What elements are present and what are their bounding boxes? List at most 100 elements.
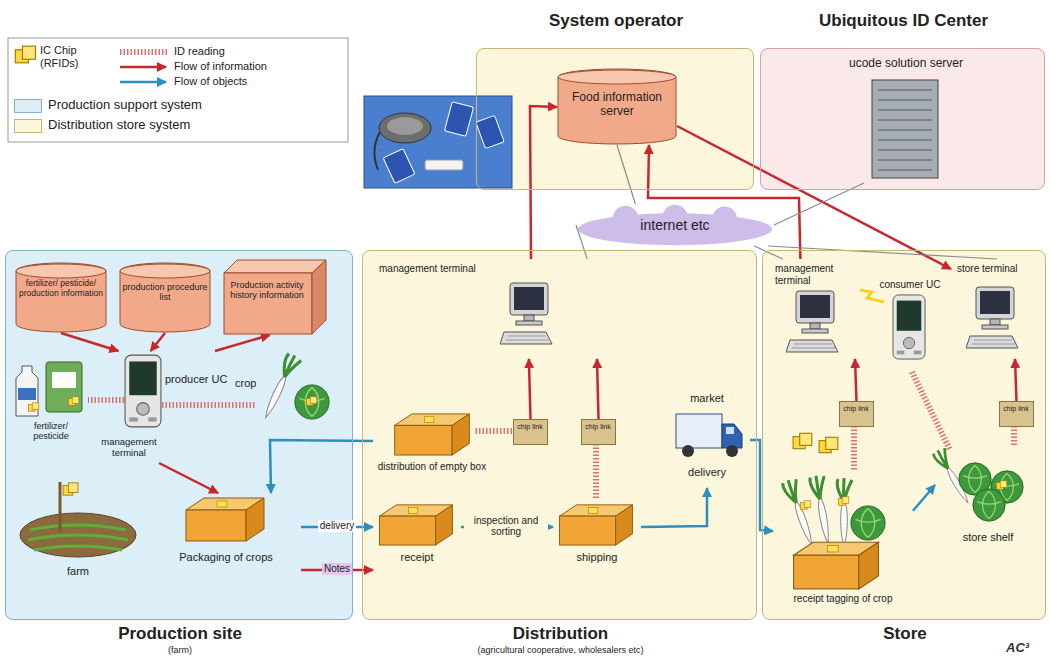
cylinder-body <box>558 69 676 144</box>
database-cylinder: production procedure list <box>119 263 211 333</box>
edge-label: inspection and sorting <box>464 515 548 538</box>
farm-items <box>29 403 39 411</box>
database-cylinder: fertilizer/ pesticide/ production inform… <box>15 263 107 333</box>
logo-text: AC³ <box>1006 641 1046 656</box>
item-group: management terminal <box>771 259 869 359</box>
connector <box>151 333 165 351</box>
connector <box>270 440 373 493</box>
store-items <box>837 478 852 547</box>
node-label: Store <box>763 624 1047 644</box>
region-panel: Production site(farm)fertilizer/ pestici… <box>5 250 353 620</box>
legend-samples <box>8 38 348 142</box>
node-label: management terminal <box>89 437 169 459</box>
node-label: production procedure list <box>122 282 208 303</box>
distribution-items <box>682 445 694 457</box>
rfid-photo <box>444 102 473 137</box>
node-label: distribution of empty box <box>373 461 491 473</box>
region-fill <box>5 250 353 620</box>
item-group: consumer UC <box>875 277 945 371</box>
item-group: store terminal <box>951 259 1043 359</box>
edge-label: Notes <box>322 563 352 575</box>
cyl-outline <box>15 263 107 333</box>
node-label: store shelf <box>935 531 1041 544</box>
item-group: producer UC management terminal <box>89 351 229 463</box>
box-side <box>312 260 326 334</box>
rfid-photo <box>379 113 431 143</box>
farm-items <box>20 513 136 557</box>
cylinder-body <box>16 263 106 332</box>
node-label: receipt tagging of crop <box>773 593 913 605</box>
item-group: marketdelivery <box>664 392 750 488</box>
farm-items <box>186 498 264 541</box>
legend-swatch <box>14 119 42 133</box>
connector <box>215 335 270 351</box>
store-items <box>839 497 849 505</box>
item-group: receipt tagging of crop <box>773 463 913 617</box>
region-panel: Storemanagement terminalconsumer UCstore… <box>762 250 1046 620</box>
farm-items <box>69 397 79 405</box>
node-label: chip link <box>514 423 546 431</box>
connector <box>61 333 118 351</box>
farm-items <box>125 355 161 427</box>
connector <box>530 106 557 259</box>
region-panel: Ubiquitous ID Centerucode solution serve… <box>760 48 1045 190</box>
node-label: chip link <box>1000 405 1032 413</box>
legend-text: ID reading <box>174 45 339 58</box>
server-rack <box>872 80 938 178</box>
item-group: crop <box>233 347 333 427</box>
node-label: Food information server <box>561 91 673 119</box>
connector <box>768 246 997 259</box>
node-label: receipt <box>373 551 461 564</box>
store-items <box>851 506 885 540</box>
node-label: shipping <box>553 551 641 564</box>
legend-text: IC Chip (RFIDs) <box>40 44 104 69</box>
cylinder-body <box>120 263 210 332</box>
node-label: (farm) <box>6 645 354 655</box>
node-label: Packaging of crops <box>151 551 301 564</box>
legend-text: Distribution store system <box>48 118 338 133</box>
store-items <box>973 489 1005 521</box>
id-reading-line <box>88 372 1014 500</box>
node-label: chip link <box>582 423 614 431</box>
cloud-part <box>613 206 638 231</box>
chip-reader: chip link <box>839 401 874 427</box>
id-reading-line <box>593 444 599 500</box>
legend-text: Flow of information <box>174 60 339 73</box>
distribution-items <box>500 283 552 344</box>
node-label: System operator <box>477 11 755 31</box>
farm-items <box>307 397 317 405</box>
item-group: store shelf <box>935 441 1041 551</box>
id-reading-line <box>912 372 950 450</box>
legend-samples <box>120 81 166 84</box>
node-label: management terminal <box>379 263 529 275</box>
box-top <box>224 260 326 273</box>
node-label: fertilizer/ pesticide/ production inform… <box>18 279 104 299</box>
rfid-photo <box>425 160 463 170</box>
distribution-items <box>676 414 722 448</box>
item-group: Packaging of crops <box>151 493 301 589</box>
connector <box>913 485 935 511</box>
legend-samples <box>120 66 166 69</box>
distribution-items <box>726 445 738 457</box>
legend-samples <box>120 49 168 55</box>
legend-samples <box>15 46 35 63</box>
store-items <box>801 501 811 509</box>
distribution-items <box>722 424 742 448</box>
id-reading-line <box>474 428 512 434</box>
distribution-items <box>560 505 633 545</box>
connector <box>159 463 218 493</box>
distribution-items <box>380 283 742 545</box>
server-rack <box>872 80 938 178</box>
item-group: receipt <box>373 501 461 579</box>
node-label: Production activity history information <box>226 280 308 301</box>
node-label: producer UC <box>165 373 229 386</box>
farm-items <box>63 483 78 495</box>
chip-reader: chip link <box>999 401 1034 427</box>
box-front <box>224 273 312 334</box>
cylinder-top <box>120 264 210 278</box>
node-label: chip link <box>840 405 872 413</box>
region-fill <box>760 48 1045 190</box>
node-label: Ubiquitous ID Center <box>761 11 1046 31</box>
